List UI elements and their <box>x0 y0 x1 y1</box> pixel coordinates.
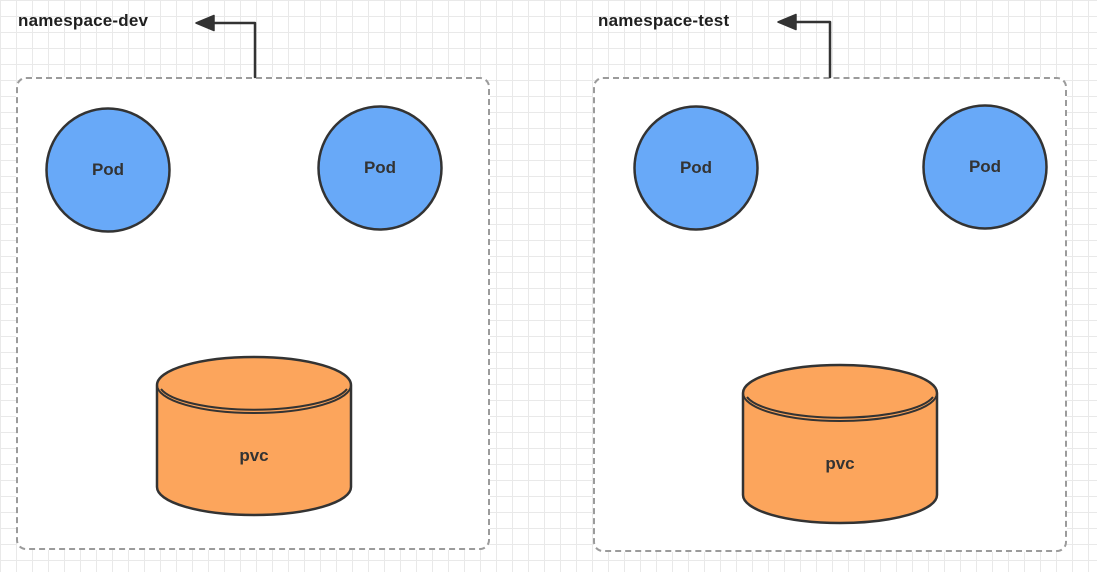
pod-circle <box>45 107 171 233</box>
pvc-cylinder-rim-inner <box>746 396 934 419</box>
pvc-cylinder-body <box>155 355 353 517</box>
pod-test-1[interactable]: Pod <box>633 105 759 231</box>
pvc-cylinder-body <box>741 363 939 525</box>
pvc-cylinder <box>155 355 353 517</box>
pod-circle-shape <box>317 105 443 231</box>
pod-circle <box>633 105 759 231</box>
namespace-test-arrow-line[interactable] <box>794 20 832 79</box>
pod-dev-2[interactable]: Pod <box>317 105 443 231</box>
pvc-dev[interactable]: pvc <box>155 355 353 517</box>
pod-circle-shape <box>922 104 1048 230</box>
pvc-cylinder-rim <box>742 392 938 422</box>
pod-circle-shape <box>633 105 759 231</box>
pvc-cylinder <box>741 363 939 525</box>
pod-test-2[interactable]: Pod <box>922 104 1048 230</box>
namespace-dev-arrow[interactable] <box>195 14 257 79</box>
namespace-test-arrow[interactable] <box>777 13 832 79</box>
pvc-test[interactable]: pvc <box>741 363 939 525</box>
namespace-dev-arrow-line[interactable] <box>212 21 257 79</box>
pvc-cylinder-rim <box>156 384 352 414</box>
pod-circle <box>922 104 1048 230</box>
pvc-cylinder-rim-inner <box>160 388 348 411</box>
arrowhead-left-icon <box>777 13 797 31</box>
namespace-test-label[interactable]: namespace-test <box>598 11 730 30</box>
arrowhead-left-icon <box>195 14 215 32</box>
pod-circle <box>317 105 443 231</box>
namespace-dev-label[interactable]: namespace-dev <box>18 11 149 30</box>
pod-dev-1[interactable]: Pod <box>45 107 171 233</box>
pod-circle-shape <box>45 107 171 233</box>
